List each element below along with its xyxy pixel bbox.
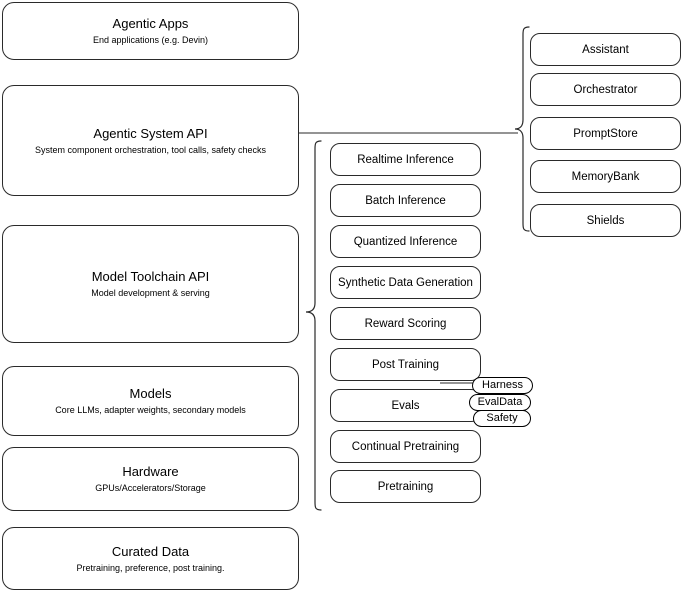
layer-subtitle: Model development & serving	[91, 288, 210, 298]
agentic-system-api-connector-line	[299, 126, 519, 140]
capability-pretraining[interactable]: Pretraining	[330, 470, 481, 503]
capability-realtime-inference[interactable]: Realtime Inference	[330, 143, 481, 176]
capability-synthetic-data-generation[interactable]: Synthetic Data Generation	[330, 266, 481, 299]
capability-label: Batch Inference	[365, 194, 446, 207]
layer-title: Curated Data	[111, 543, 190, 559]
layer-subtitle: GPUs/Accelerators/Storage	[95, 483, 206, 493]
evals-pill-harness[interactable]: Harness	[472, 377, 533, 394]
layer-hardware[interactable]: Hardware GPUs/Accelerators/Storage	[2, 447, 299, 511]
layer-models[interactable]: Models Core LLMs, adapter weights, secon…	[2, 366, 299, 436]
capability-post-training[interactable]: Post Training	[330, 348, 481, 381]
right-stack-brace	[513, 26, 531, 232]
layer-subtitle: Pretraining, preference, post training.	[76, 562, 225, 573]
layer-title: Agentic System API	[93, 125, 208, 141]
capability-quantized-inference[interactable]: Quantized Inference	[330, 225, 481, 258]
capability-label: Continual Pretraining	[351, 440, 460, 453]
capability-continual-pretraining[interactable]: Continual Pretraining	[330, 430, 481, 463]
component-promptstore[interactable]: PromptStore	[530, 117, 681, 150]
layer-agentic-system-api[interactable]: Agentic System API System component orch…	[2, 85, 299, 196]
capability-reward-scoring[interactable]: Reward Scoring	[330, 307, 481, 340]
layer-title: Model Toolchain API	[91, 269, 210, 284]
component-memorybank[interactable]: MemoryBank	[530, 160, 681, 193]
capability-label: Post Training	[371, 358, 440, 371]
layer-title: Models	[129, 386, 172, 401]
layer-subtitle: System component orchestration, tool cal…	[34, 144, 267, 155]
capability-label: Pretraining	[377, 480, 434, 493]
middle-stack-brace	[303, 140, 323, 512]
capability-label: Reward Scoring	[364, 317, 447, 330]
layer-title: Agentic Apps	[112, 16, 189, 31]
evals-pill-label: EvalData	[477, 396, 523, 408]
capability-batch-inference[interactable]: Batch Inference	[330, 184, 481, 217]
component-assistant[interactable]: Assistant	[530, 33, 681, 66]
evals-pill-label: Harness	[482, 379, 523, 391]
layer-model-toolchain-api[interactable]: Model Toolchain API Model development & …	[2, 225, 299, 343]
component-label: Shields	[586, 214, 625, 227]
layer-agentic-apps[interactable]: Agentic Apps End applications (e.g. Devi…	[2, 2, 299, 60]
layer-subtitle: End applications (e.g. Devin)	[92, 35, 209, 45]
capability-label: Realtime Inference	[357, 153, 454, 166]
capability-label: Evals	[391, 399, 420, 412]
layer-subtitle: Core LLMs, adapter weights, secondary mo…	[55, 405, 246, 415]
evals-pill-label: Safety	[486, 412, 518, 424]
capability-label: Synthetic Data Generation	[338, 276, 473, 289]
component-label: MemoryBank	[571, 170, 640, 183]
component-label: PromptStore	[573, 127, 638, 140]
layer-curated-data[interactable]: Curated Data Pretraining, preference, po…	[2, 527, 299, 590]
evals-pill-safety[interactable]: Safety	[473, 410, 531, 427]
component-shields[interactable]: Shields	[530, 204, 681, 237]
capability-evals[interactable]: Evals	[330, 389, 481, 422]
component-label: Assistant	[582, 43, 629, 56]
component-orchestrator[interactable]: Orchestrator	[530, 73, 681, 106]
component-label: Orchestrator	[573, 83, 638, 96]
layer-title: Hardware	[122, 464, 179, 479]
evals-pill-evaldata[interactable]: EvalData	[469, 394, 531, 411]
capability-label: Quantized Inference	[353, 235, 458, 248]
